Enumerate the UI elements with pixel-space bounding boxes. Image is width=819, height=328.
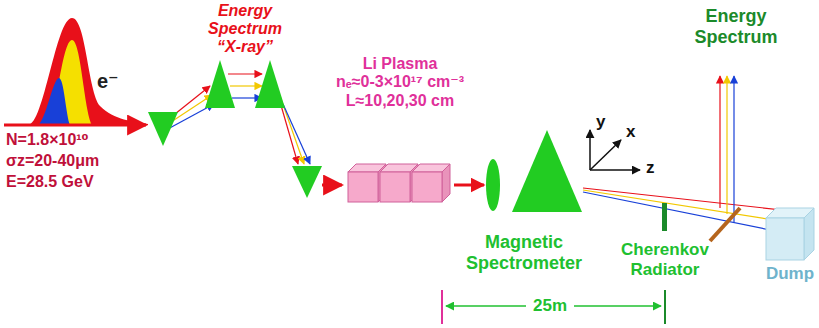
beam-fan <box>583 76 800 236</box>
marker-line <box>664 290 666 324</box>
chicane <box>148 60 342 198</box>
node-label: Dump <box>762 264 818 284</box>
radiator-shape <box>655 200 675 234</box>
node-text: Magnetic Spectrometer <box>429 232 619 273</box>
beam-parameter: N=1.8×10¹⁰ <box>6 131 89 149</box>
node-label: Li Plasma <box>315 55 485 73</box>
radiator: Cherenkov Radiator <box>655 200 675 234</box>
spectrometer-shape <box>484 126 584 214</box>
plasma-cell-shape <box>346 160 454 212</box>
beam-arrow <box>4 124 146 127</box>
beam-dump: Dump <box>764 206 816 262</box>
beam-parameter: σz=20-40μm <box>6 152 99 170</box>
axis-label: z <box>646 158 655 178</box>
distance-label: 25m <box>526 296 574 316</box>
axis-label: y <box>596 112 605 132</box>
chicane-title: Energy Spectrum <box>190 2 300 39</box>
node-text: Li Plasmanₑ≈0-3×10¹⁷ cm⁻³L≈10,20,30 cm <box>315 55 485 110</box>
axis-label: x <box>626 122 635 142</box>
mirror <box>710 208 740 241</box>
node-label: Cherenkov Radiator <box>605 240 725 279</box>
node-text: Dump <box>762 264 818 284</box>
chicane-title: “X-ray” <box>190 38 300 56</box>
beam-parameter: E=28.5 GeV <box>6 173 94 191</box>
node-label: nₑ≈0-3×10¹⁷ cm⁻³ <box>315 73 485 91</box>
spectrometer: Magnetic Spectrometer <box>484 126 584 214</box>
plasma-cell: Li Plasmanₑ≈0-3×10¹⁷ cm⁻³L≈10,20,30 cm <box>346 160 454 212</box>
node-label: L≈10,20,30 cm <box>315 92 485 110</box>
beam-connector <box>454 184 484 187</box>
node-label: Magnetic Spectrometer <box>429 232 619 273</box>
beam-dump-shape <box>764 206 816 262</box>
node-text: Cherenkov Radiator <box>605 240 725 279</box>
particle-symbol: e⁻ <box>97 70 119 93</box>
spectrum-title: Energy Spectrum <box>678 6 794 47</box>
electron-bunch <box>28 18 148 125</box>
marker-line <box>441 290 443 324</box>
